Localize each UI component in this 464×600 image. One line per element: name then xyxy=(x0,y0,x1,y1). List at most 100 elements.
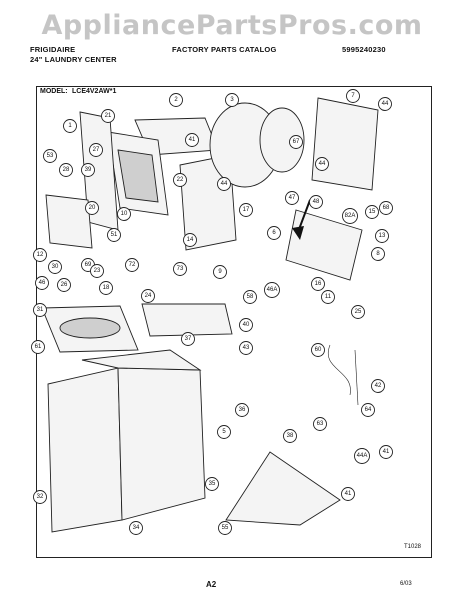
callout-balloon xyxy=(218,521,232,535)
callout-balloon xyxy=(141,289,155,303)
callout-balloon xyxy=(117,207,131,221)
callout-balloon xyxy=(239,318,253,332)
callout-balloon xyxy=(57,278,71,292)
callout-balloon xyxy=(125,258,139,272)
hose-clamp-part xyxy=(354,349,359,406)
callout-number: 32 xyxy=(37,494,44,500)
callout-number: 38 xyxy=(287,433,294,439)
rear-panel-part xyxy=(311,97,379,191)
callout-number: 82A xyxy=(345,213,356,219)
callout-balloon xyxy=(43,149,57,163)
base-pan-part xyxy=(225,451,341,526)
callout-number: 26 xyxy=(61,282,68,288)
callout-number: 34 xyxy=(133,525,140,531)
callout-number: 20 xyxy=(89,205,96,211)
callout-number: 47 xyxy=(289,195,296,201)
catalog-number: 5995240230 xyxy=(342,45,386,54)
callout-balloon xyxy=(217,177,231,191)
callout-number: 42 xyxy=(375,383,382,389)
callout-number: 8 xyxy=(376,251,380,257)
callout-balloon xyxy=(311,277,325,291)
catalog-title: FACTORY PARTS CATALOG xyxy=(172,45,277,54)
callout-number: 40 xyxy=(243,322,250,328)
callout-number: 22 xyxy=(177,177,184,183)
washer-lid-part xyxy=(141,303,233,337)
callout-number: 35 xyxy=(209,481,216,487)
callout-number: 37 xyxy=(185,336,192,342)
callout-number: 9 xyxy=(218,269,222,275)
callout-number: 68 xyxy=(383,205,390,211)
callout-balloon xyxy=(181,332,195,346)
callout-balloon xyxy=(315,157,329,171)
callout-balloon xyxy=(239,203,253,217)
callout-balloon xyxy=(309,195,323,209)
callout-balloon xyxy=(243,290,257,304)
callout-balloon xyxy=(173,262,187,276)
callout-number: 73 xyxy=(177,266,184,272)
callout-number: 63 xyxy=(317,421,324,427)
callout-balloon xyxy=(48,260,62,274)
callout-number: 44A xyxy=(357,453,368,459)
callout-balloon xyxy=(267,226,281,240)
callout-number: 61 xyxy=(35,344,42,350)
callout-balloon xyxy=(81,163,95,177)
diagram-frame xyxy=(36,86,432,558)
callout-balloon xyxy=(90,264,104,278)
callout-balloon xyxy=(375,229,389,243)
callout-balloon xyxy=(63,119,77,133)
arrow-head xyxy=(292,226,304,240)
callout-number: 36 xyxy=(239,407,246,413)
callout-balloon xyxy=(283,429,297,443)
callout-balloon xyxy=(285,191,299,205)
callout-balloon xyxy=(264,282,280,298)
callout-number: 14 xyxy=(187,237,194,243)
callout-number: 69 xyxy=(85,262,92,268)
callout-number: 25 xyxy=(355,309,362,315)
callout-number: 3 xyxy=(230,97,234,103)
callout-balloon xyxy=(33,248,47,262)
washer-lid-opening-part xyxy=(59,317,121,339)
callout-balloon xyxy=(379,201,393,215)
callout-balloon xyxy=(371,379,385,393)
callout-number: 43 xyxy=(243,345,250,351)
callout-number: 48 xyxy=(313,199,320,205)
callout-balloon xyxy=(59,163,73,177)
callout-number: 10 xyxy=(121,211,128,217)
callout-balloon xyxy=(31,340,45,354)
callout-number: 41 xyxy=(189,137,196,143)
cabinet-front-part xyxy=(47,367,123,533)
callout-balloon xyxy=(183,233,197,247)
callout-number: 60 xyxy=(315,347,322,353)
callout-balloon xyxy=(289,135,303,149)
callout-balloon xyxy=(169,93,183,107)
callout-balloon xyxy=(351,305,365,319)
brand-name: FRIGIDAIRE xyxy=(30,45,76,54)
callout-number: 7 xyxy=(351,93,355,99)
callout-balloon xyxy=(129,521,143,535)
cabinet-side-part xyxy=(117,367,206,521)
model-number: LCE4V2AW*1 xyxy=(72,88,117,95)
callout-number: 55 xyxy=(222,525,229,531)
hose-part xyxy=(327,344,351,396)
callout-balloon xyxy=(378,97,392,111)
callout-number: 1 xyxy=(68,123,72,129)
callout-balloon xyxy=(311,343,325,357)
callout-balloon xyxy=(101,109,115,123)
callout-balloon xyxy=(321,290,335,304)
callout-number: 44 xyxy=(382,101,389,107)
callout-number: 12 xyxy=(37,252,44,258)
callout-balloon xyxy=(235,403,249,417)
callout-balloon xyxy=(217,425,231,439)
figure-code: T1028 xyxy=(404,544,422,550)
callout-number: 67 xyxy=(293,139,300,145)
callout-number: 31 xyxy=(37,307,44,313)
callout-number: 16 xyxy=(315,281,322,287)
callout-number: 39 xyxy=(85,167,92,173)
callout-number: 58 xyxy=(247,294,254,300)
callout-balloon xyxy=(173,173,187,187)
callout-number: 21 xyxy=(105,113,112,119)
dryer-door-part xyxy=(45,194,93,249)
page-number: A2 xyxy=(206,580,217,589)
catalog-date: 6/03 xyxy=(400,581,412,587)
